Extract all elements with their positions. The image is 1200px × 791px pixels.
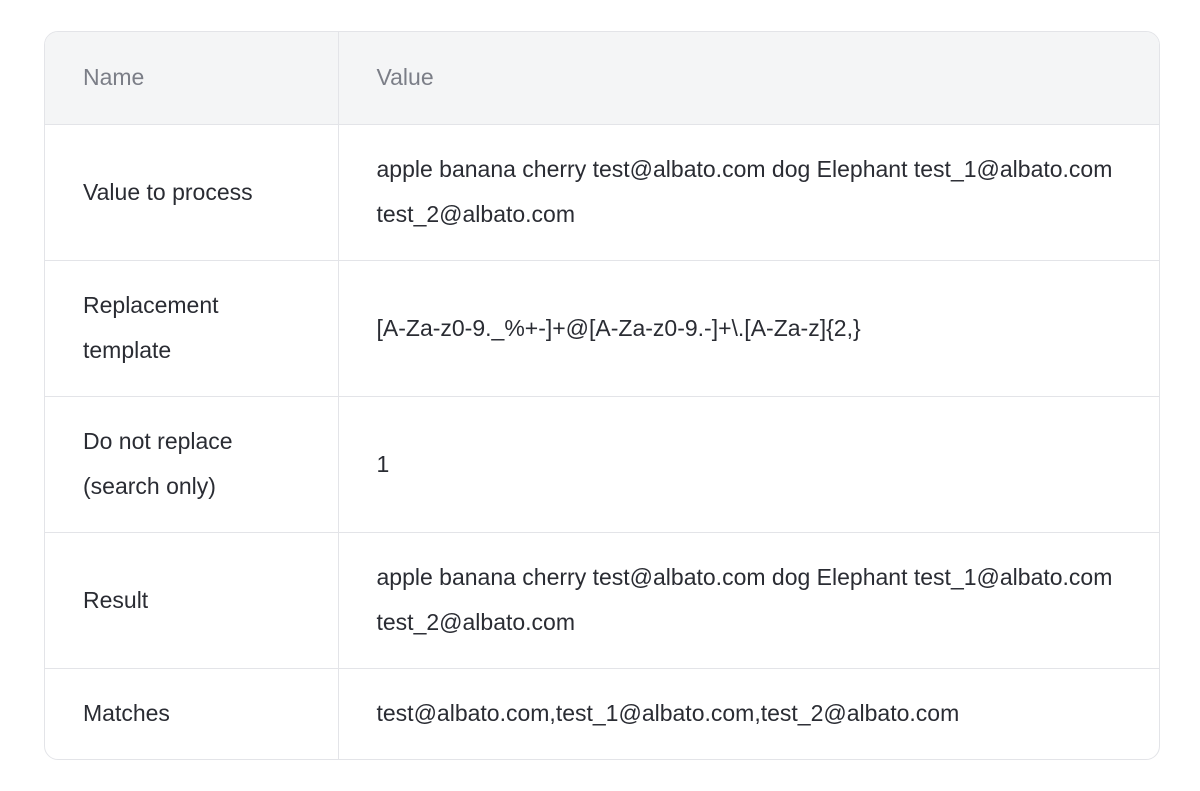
table-row: Value to process apple banana cherry tes… (45, 123, 1159, 260)
row-value-value-to-process: apple banana cherry test@albato.com dog … (337, 123, 1159, 260)
row-name-value-to-process: Value to process (45, 123, 338, 260)
row-name-do-not-replace: Do not replace (search only) (45, 395, 338, 532)
table-row: Do not replace (search only) 1 (45, 395, 1159, 532)
row-value-result: apple banana cherry test@albato.com dog … (337, 531, 1159, 668)
parameters-table-grid: Name Value Value to process apple banana… (45, 32, 1159, 759)
row-name-result: Result (45, 531, 338, 668)
table-header-row: Name Value (45, 32, 1159, 124)
row-value-matches: test@albato.com,test_1@albato.com,test_2… (337, 667, 1159, 759)
table-header: Name Value (45, 32, 1159, 124)
row-name-matches: Matches (45, 667, 338, 759)
parameters-table: Name Value Value to process apple banana… (44, 31, 1160, 760)
table-row: Result apple banana cherry test@albato.c… (45, 531, 1159, 668)
row-value-do-not-replace: 1 (337, 395, 1159, 532)
row-value-replacement-template: [A-Za-z0-9._%+-]+@[A-Za-z0-9.-]+\.[A-Za-… (337, 259, 1159, 396)
column-header-value: Value (337, 32, 1159, 124)
table-row: Matches test@albato.com,test_1@albato.co… (45, 667, 1159, 759)
table-row: Replacement template [A-Za-z0-9._%+-]+@[… (45, 259, 1159, 396)
row-name-replacement-template: Replacement template (45, 259, 338, 396)
table-body: Value to process apple banana cherry tes… (45, 123, 1159, 759)
column-header-name: Name (83, 64, 145, 91)
